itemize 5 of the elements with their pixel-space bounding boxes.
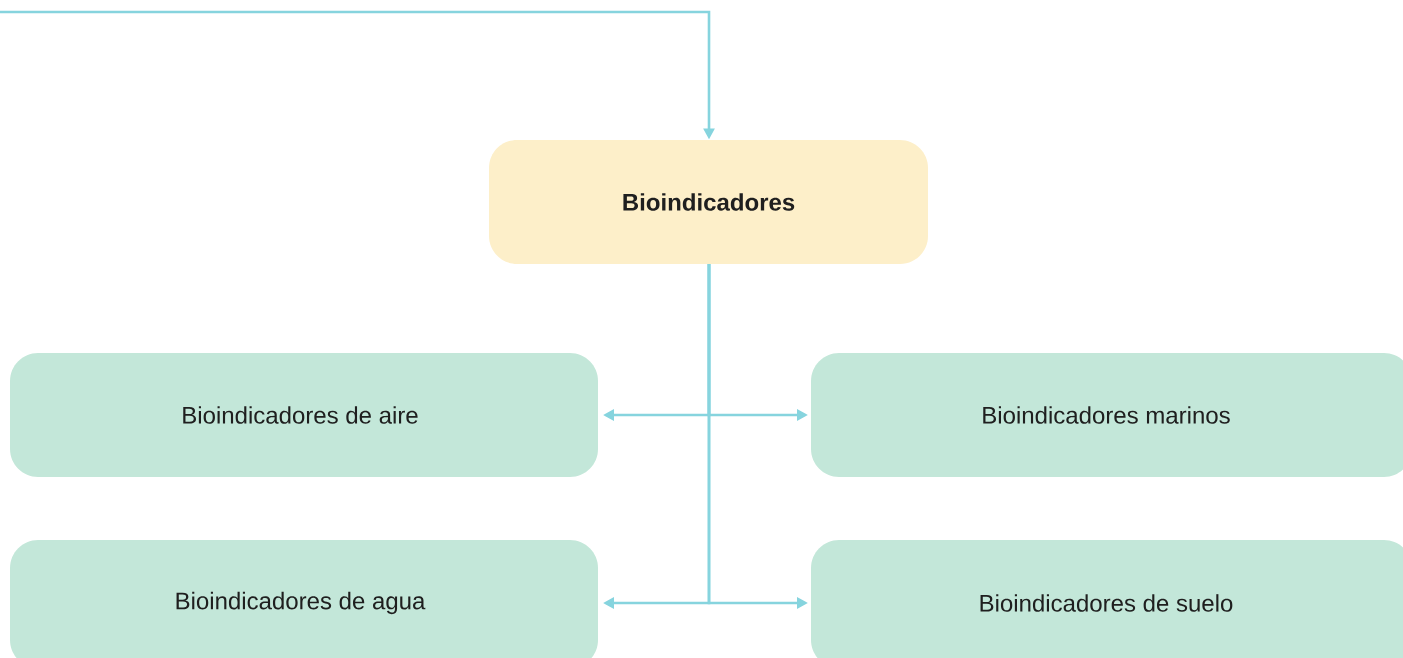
rounded-box: Bioindicadores de aire: [10, 353, 598, 477]
rounded-box: Bioindicadores marinos: [811, 353, 1403, 477]
rounded-box: Bioindicadores: [489, 140, 928, 264]
rounded-box: Bioindicadores de agua: [10, 540, 598, 658]
rounded-box: Bioindicadores de suelo: [811, 540, 1403, 658]
